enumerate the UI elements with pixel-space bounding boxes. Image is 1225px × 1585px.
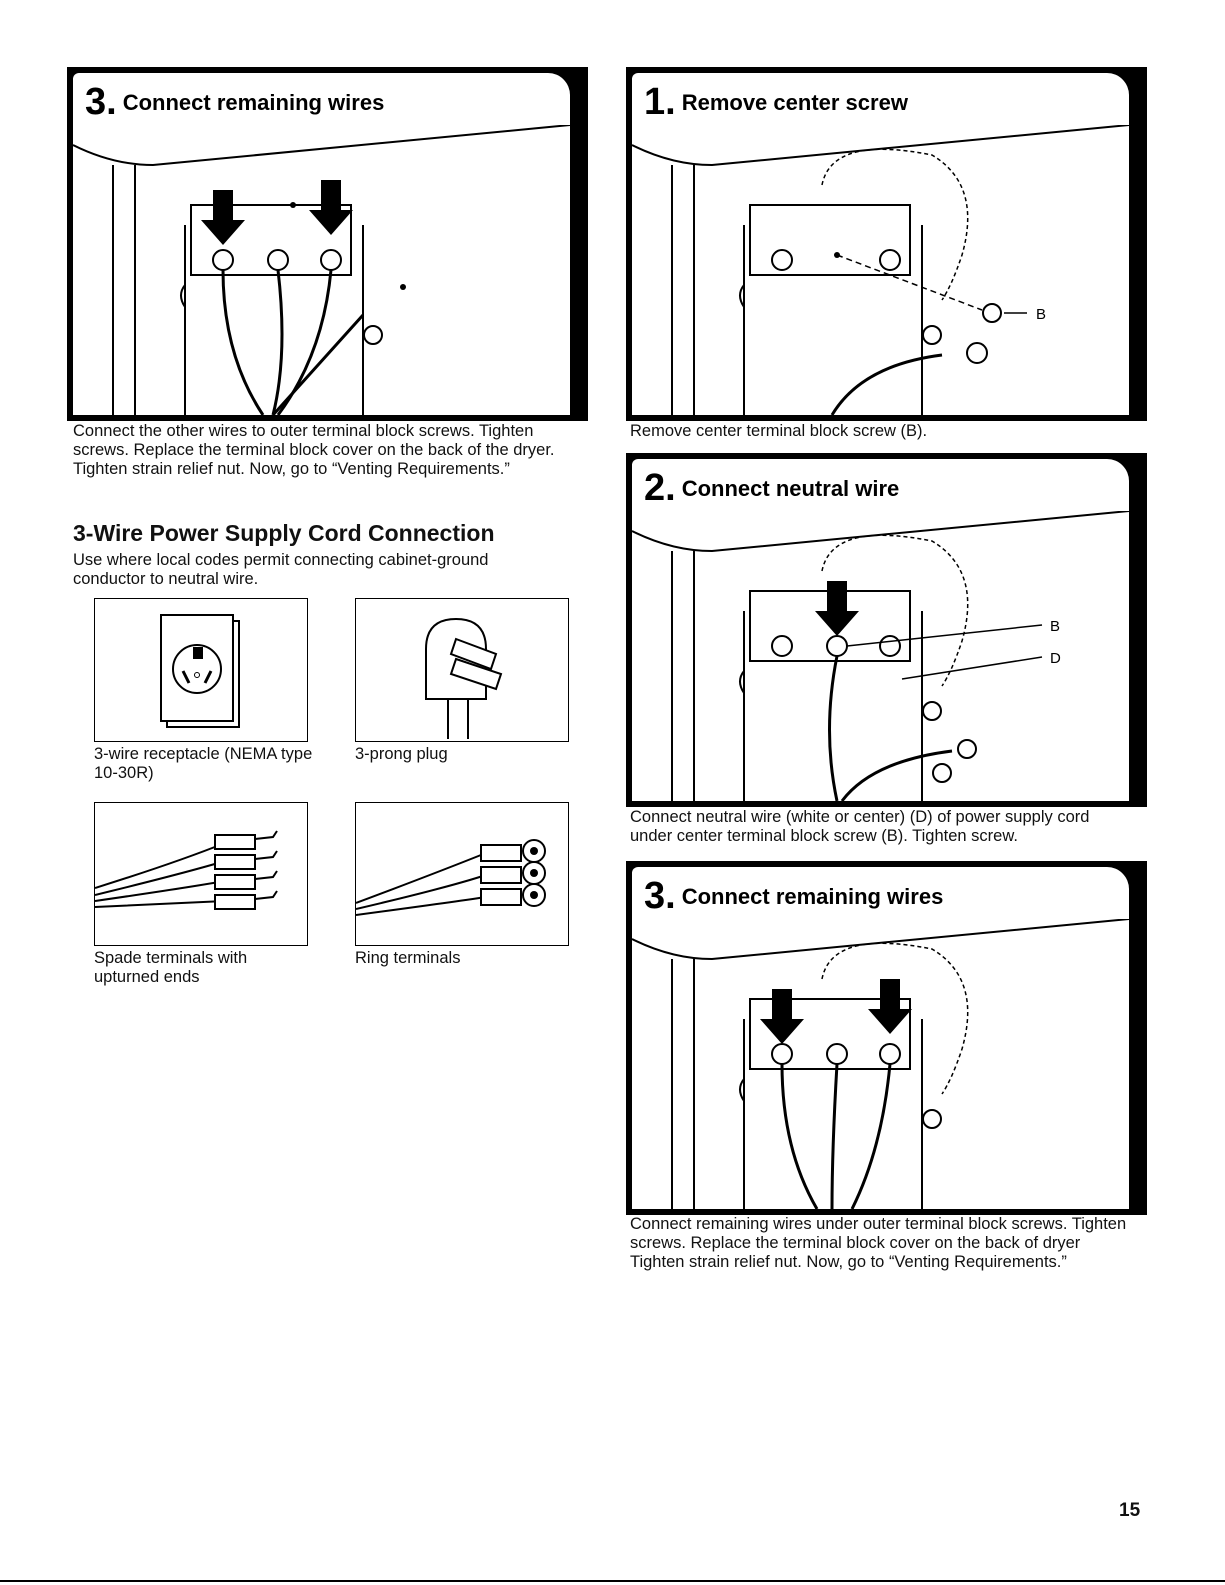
figure-plug-caption: 3-prong plug	[355, 745, 448, 763]
figure-spade-terminals	[94, 802, 308, 946]
left-step3-caption: Connect the other wires to outer termina…	[73, 422, 555, 478]
right-step1-caption: Remove center terminal block screw (B).	[630, 422, 928, 440]
left-step3-illustration	[73, 125, 570, 415]
figure-receptacle	[94, 598, 308, 742]
right-step2-panel: 2.Connect neutral wire B D	[626, 453, 1147, 807]
receptacle-icon	[160, 614, 240, 728]
right-step2-illustration: B D	[632, 511, 1129, 801]
right-step2-title-box: 2.Connect neutral wire	[632, 459, 1129, 511]
right-step2-label-d: D	[1050, 650, 1061, 667]
section-heading: 3-Wire Power Supply Cord Connection	[73, 520, 495, 546]
figure-ring-caption: Ring terminals	[355, 949, 461, 967]
right-step3-number: 3.	[644, 875, 676, 917]
left-step3-number: 3.	[85, 81, 117, 123]
right-step1-illustration: B	[632, 125, 1129, 415]
right-step3-illustration	[632, 919, 1129, 1209]
right-step3-panel: 3.Connect remaining wires	[626, 861, 1147, 1215]
bottom-rule	[0, 1580, 1225, 1582]
right-step1-number: 1.	[644, 81, 676, 123]
figure-plug	[355, 598, 569, 742]
right-step1-panel: 1.Remove center screw B	[626, 67, 1147, 421]
plug-icon	[425, 617, 503, 739]
left-step3-title-text: Connect remaining wires	[122, 90, 385, 115]
section-intro: Use where local codes permit connecting …	[73, 551, 489, 588]
right-step2-label-b: B	[1050, 618, 1060, 635]
right-step1-title: 1.Remove center screw	[644, 81, 908, 124]
right-step2-title: 2.Connect neutral wire	[644, 467, 899, 510]
right-step2-caption: Connect neutral wire (white or center) (…	[630, 808, 1090, 845]
figure-spade-caption: Spade terminals with upturned ends	[94, 949, 248, 986]
right-step2-number: 2.	[644, 467, 676, 509]
right-step3-title-box: 3.Connect remaining wires	[632, 867, 1129, 919]
ring-terminals-icon	[355, 839, 546, 916]
right-step1-title-text: Remove center screw	[681, 90, 908, 115]
left-step3-title-box: 3.Connect remaining wires	[73, 73, 570, 125]
left-step3-title: 3.Connect remaining wires	[85, 81, 384, 124]
right-step1-label-b: B	[1036, 306, 1046, 323]
right-step3-title: 3.Connect remaining wires	[644, 875, 943, 918]
figure-ring-terminals	[355, 802, 569, 946]
page-number: 15	[1119, 1500, 1141, 1521]
spade-terminals-icon	[94, 830, 278, 910]
figure-receptacle-caption: 3-wire receptacle (NEMA type 10-30R)	[94, 745, 313, 782]
right-step2-title-text: Connect neutral wire	[681, 476, 900, 501]
right-step3-title-text: Connect remaining wires	[681, 884, 944, 909]
right-step1-title-box: 1.Remove center screw	[632, 73, 1129, 125]
left-step3-panel: 3.Connect remaining wires	[67, 67, 588, 421]
right-step3-caption: Connect remaining wires under outer term…	[630, 1215, 1127, 1271]
